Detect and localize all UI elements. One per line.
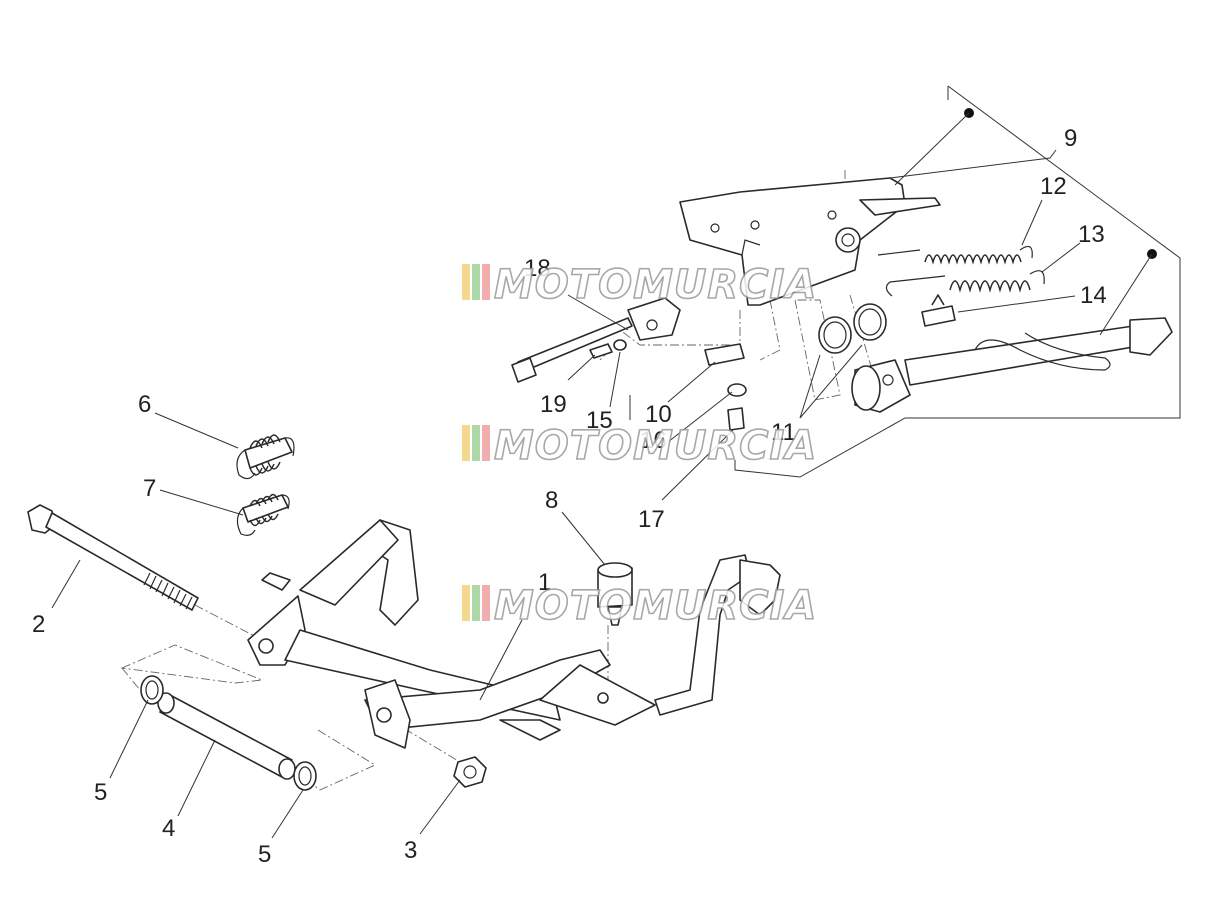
sensor-switch-part — [511, 297, 681, 383]
small-spring-part — [236, 493, 290, 536]
callout-5-right: 5 — [258, 841, 271, 868]
callout-labels: 6 7 2 5 4 5 3 1 8 9 12 13 14 11 18 19 15… — [32, 125, 1107, 868]
callout-2: 2 — [32, 611, 45, 638]
spring-12-part — [877, 245, 1033, 265]
buffer-part — [597, 562, 633, 626]
o-ring-parts — [818, 303, 887, 354]
pin-17 — [727, 407, 745, 431]
washer-left — [140, 675, 164, 705]
callout-12: 12 — [1040, 173, 1067, 200]
watermark-top: MOTOMURCIA — [462, 261, 817, 309]
large-spring-part — [236, 434, 295, 480]
watermark-text: MOTOMURCIA — [494, 262, 817, 308]
callout-16: 16 — [640, 427, 667, 454]
small-fastener-parts — [589, 339, 747, 431]
washer-15 — [613, 339, 627, 351]
watermark-text: MOTOMURCIA — [494, 583, 817, 629]
callout-8: 8 — [545, 487, 558, 514]
callout-1: 1 — [538, 569, 551, 596]
callout-6: 6 — [138, 391, 151, 418]
washer-16 — [727, 383, 747, 397]
washer-right — [293, 761, 317, 791]
center-stand-part — [247, 519, 781, 749]
side-stand-part — [851, 317, 1173, 413]
bolt-part — [27, 504, 199, 611]
callout-10: 10 — [645, 401, 672, 428]
spring-13-part — [885, 270, 1045, 297]
bracket-part — [679, 177, 941, 306]
callout-18: 18 — [524, 255, 551, 282]
nut-part — [453, 756, 487, 788]
callout-14: 14 — [1080, 282, 1107, 309]
callout-7: 7 — [143, 475, 156, 502]
callout-17: 17 — [638, 506, 665, 533]
callout-9: 9 — [1064, 125, 1077, 152]
callout-5-left: 5 — [94, 779, 107, 806]
callout-19: 19 — [540, 391, 567, 418]
callout-15: 15 — [586, 407, 613, 434]
watermark-middle: MOTOMURCIA — [462, 422, 817, 470]
pin-part — [157, 692, 296, 780]
screw-19 — [589, 343, 613, 359]
watermark-text: MOTOMURCIA — [494, 423, 817, 469]
callout-4: 4 — [162, 815, 175, 842]
callout-13: 13 — [1078, 221, 1105, 248]
callout-3: 3 — [404, 837, 417, 864]
bushing-10 — [704, 343, 745, 366]
plunger-part — [921, 294, 956, 327]
watermark-bottom: MOTOMURCIA — [462, 582, 817, 630]
callout-11: 11 — [771, 419, 796, 446]
washer-parts — [140, 675, 317, 791]
leader-lines — [51, 112, 1153, 839]
